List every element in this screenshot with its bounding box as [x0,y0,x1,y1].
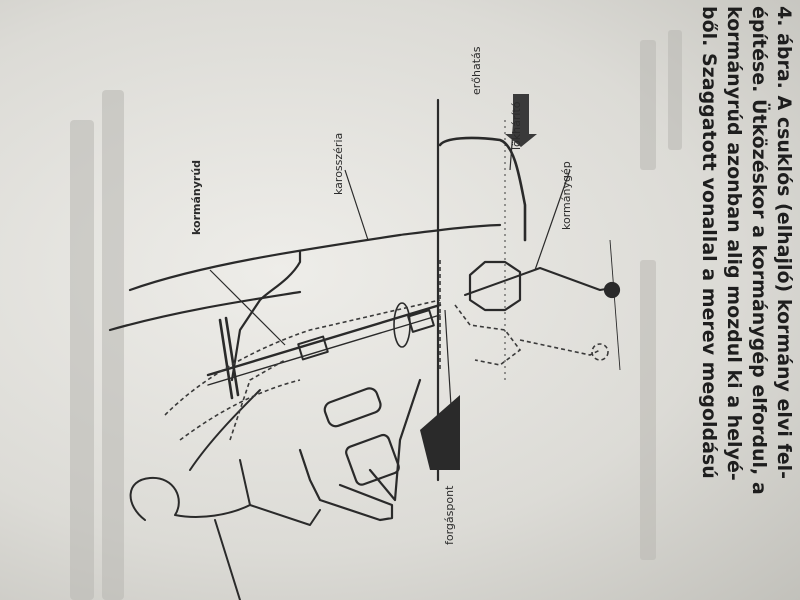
label-erohatas: erőhatás [470,46,483,95]
bumper [438,136,527,242]
label-kormanyrud: kormányrúd [190,160,203,235]
caption-line-1: 4. ábra. A csuklós (elhajló) kormány elv… [773,6,795,480]
label-lokharito: lökhárító [510,101,523,150]
caption-line-3: kormányrúd azonban alig mozdul ki a hely… [723,6,745,481]
body-lower-outline [108,290,302,332]
steering-gear [468,260,522,312]
label-forgaspont: forgáspont [443,485,456,545]
label-karosszeria: karosszéria [332,133,345,195]
caption-line-2: építése. Ütközéskor a kormánygép elfordu… [748,6,770,495]
hood-line [230,250,302,382]
seat [298,378,422,522]
label-kormanygep: kormánygép [560,161,573,230]
figure-caption: 4. ábra. A csuklós (elhajló) kormány elv… [690,0,800,600]
caption-line-4: ből. Szaggatott vonallal a merev megoldá… [698,6,720,479]
body-outline [128,223,502,292]
steering-wheel [218,316,240,400]
force-arrow [505,94,537,147]
driver-figure [129,389,261,600]
